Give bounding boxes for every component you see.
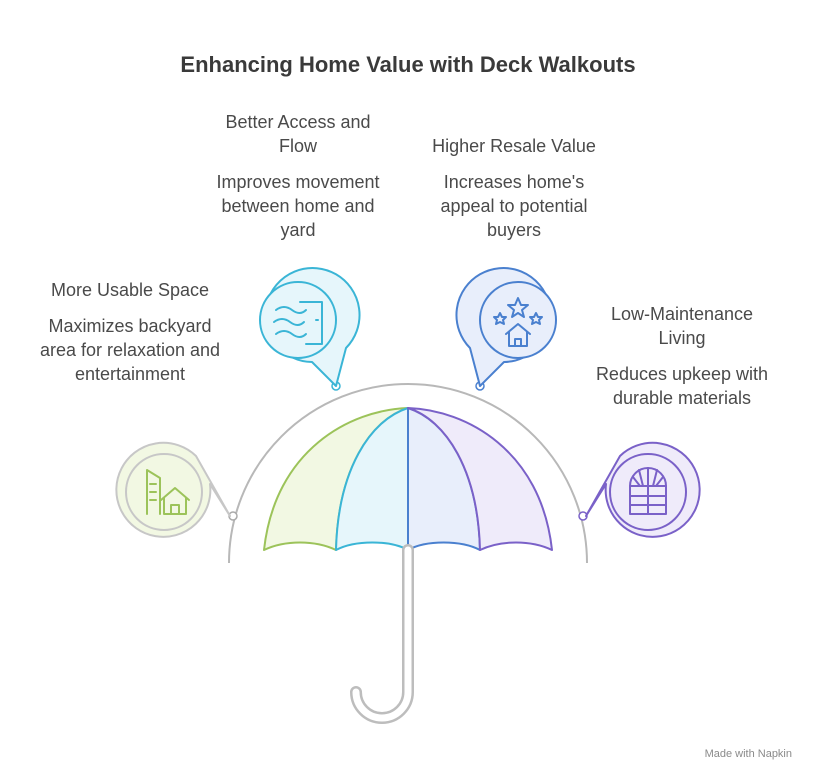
item-description: Maximizes backyard area for relaxation a… xyxy=(39,316,221,384)
buildings-house-icon xyxy=(146,469,190,515)
badge-more-usable-space xyxy=(115,441,231,538)
item-description: Improves movement between home and yard xyxy=(216,172,380,240)
item-more-usable-space: More Usable Space Maximizes backyard are… xyxy=(34,278,226,386)
badge-better-access xyxy=(259,267,361,387)
item-description: Increases home's appeal to potential buy… xyxy=(440,172,588,240)
stars-house-icon xyxy=(493,297,543,347)
item-better-access: Better Access and Flow Improves movement… xyxy=(204,110,392,242)
item-heading: Higher Resale Value xyxy=(432,136,596,156)
item-description: Reduces upkeep with durable materials xyxy=(595,364,769,408)
arched-window-icon xyxy=(629,467,667,515)
canopy-panel-2 xyxy=(335,407,409,551)
wind-door-icon xyxy=(273,301,323,345)
item-heading: Better Access and Flow xyxy=(225,112,371,156)
made-with-napkin-footer: Made with Napkin xyxy=(704,748,792,760)
item-heading: Low-Maintenance Living xyxy=(610,304,754,348)
umbrella-handle-inner xyxy=(352,546,412,722)
canopy-panel-4 xyxy=(407,407,553,551)
item-higher-resale: Higher Resale Value Increases home's app… xyxy=(424,134,604,242)
umbrella-handle xyxy=(350,544,414,724)
outer-arc xyxy=(228,383,588,564)
item-low-maintenance: Low-Maintenance Living Reduces upkeep wi… xyxy=(588,302,776,410)
badge-higher-resale xyxy=(455,267,557,387)
badge-low-maintenance xyxy=(585,441,701,538)
item-heading: More Usable Space xyxy=(50,280,210,300)
diagram-title: Enhancing Home Value with Deck Walkouts xyxy=(180,52,636,77)
